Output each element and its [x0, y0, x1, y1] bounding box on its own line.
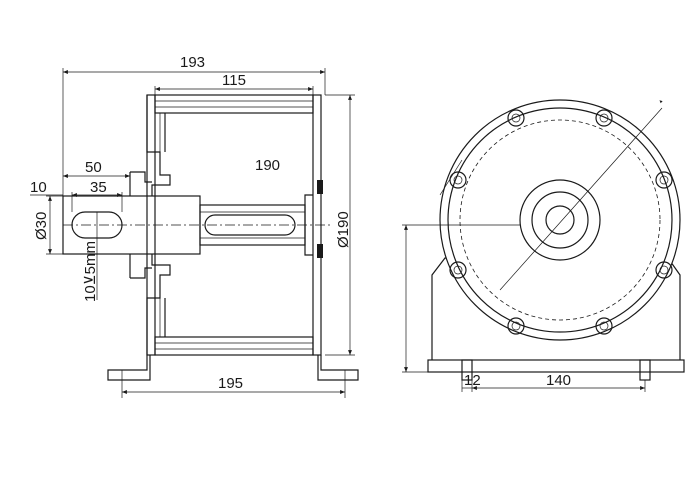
side-dimensions: 193 115 190 50 10 35 Ø30 — [30, 54, 355, 398]
front-height-dim — [402, 224, 520, 373]
svg-text:▲: ▲ — [657, 98, 665, 106]
dim-shaft-diameter: Ø30 — [33, 212, 50, 240]
casing-inner — [447, 107, 673, 333]
dim-115: 115 — [222, 72, 246, 89]
front-dimensions: 12 140 — [461, 372, 646, 392]
dim-drum-diameter: Ø190 — [335, 211, 352, 248]
dim-140: 140 — [546, 372, 571, 389]
dim-10: 10 — [30, 179, 47, 196]
side-feet — [107, 355, 359, 381]
dim-key-spec: 10⊻5mm — [82, 241, 99, 302]
front-view: ▲ 12 140 — [402, 98, 685, 392]
bolt-leader — [439, 159, 463, 196]
dim-193: 193 — [180, 54, 205, 71]
shaft — [62, 195, 330, 255]
casing-outer — [439, 99, 681, 341]
hub — [129, 171, 152, 279]
bolt-circle — [459, 119, 661, 321]
dim-35: 35 — [90, 179, 107, 196]
hub-mid — [531, 191, 589, 249]
hub-outer — [519, 179, 601, 261]
shaft-hole — [545, 205, 575, 235]
dim-50: 50 — [85, 159, 102, 176]
dim-190: 190 — [255, 157, 280, 174]
diameter-leader — [499, 107, 663, 291]
side-view: 193 115 190 50 10 35 Ø30 — [30, 54, 359, 398]
bolt-holes — [449, 109, 673, 335]
dim-195: 195 — [218, 375, 243, 392]
dim-12: 12 — [464, 372, 481, 389]
